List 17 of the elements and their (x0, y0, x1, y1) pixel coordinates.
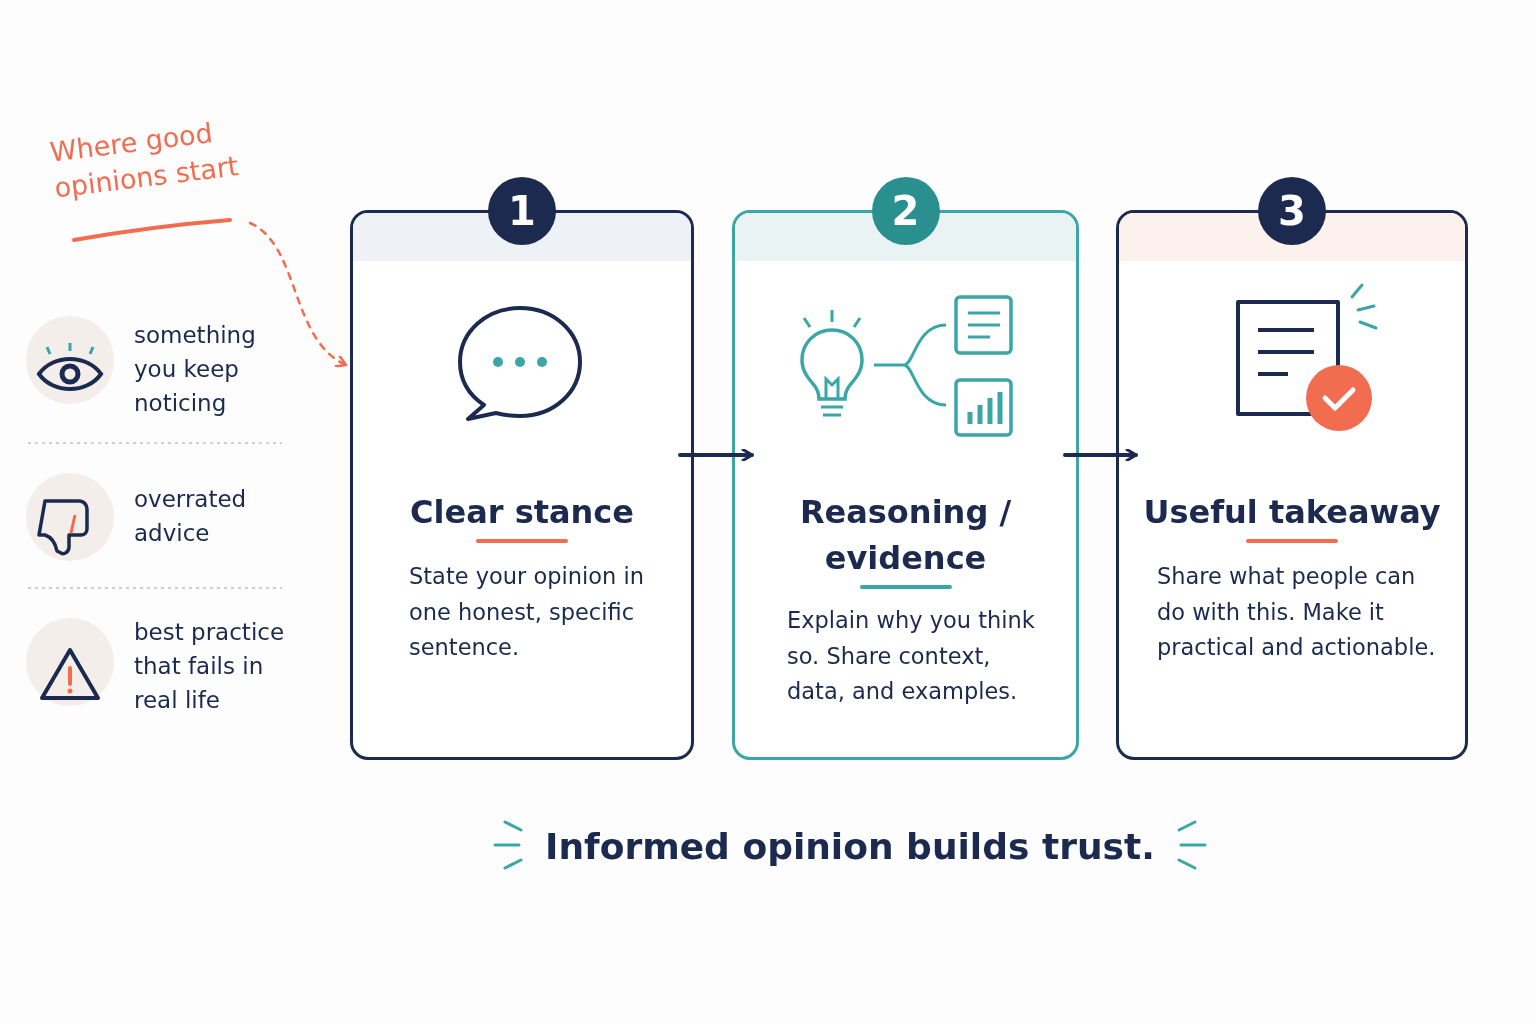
arrow (248, 221, 348, 367)
step-description: Explain why you think so. Share context, data, and examples. (787, 606, 1036, 706)
caption: Informed opinion builds trust. (545, 825, 1155, 869)
step-number-badge: 1 (488, 177, 556, 245)
step-title: Clear stance (408, 492, 636, 533)
step-title: Reasoning / evidence (798, 492, 1013, 579)
step-title: Useful takeaway (1142, 492, 1442, 533)
step-description: State your opinion in one honest, specific sentence. (409, 562, 645, 662)
step-description: Share what people can do with this. Make it practical and actionable. (1157, 562, 1437, 662)
step-number-badge: 2 (871, 177, 940, 245)
source-item-text: something you keep noticing (134, 321, 257, 418)
source-item-text: overrated advice (134, 485, 248, 548)
source-item-text: best practice that fails in real life (134, 618, 286, 715)
step-number-badge: 3 (1258, 177, 1326, 245)
arrow (1063, 447, 1138, 463)
handwritten-note: Where good opinions start (48, 110, 256, 207)
arrow (678, 447, 754, 463)
